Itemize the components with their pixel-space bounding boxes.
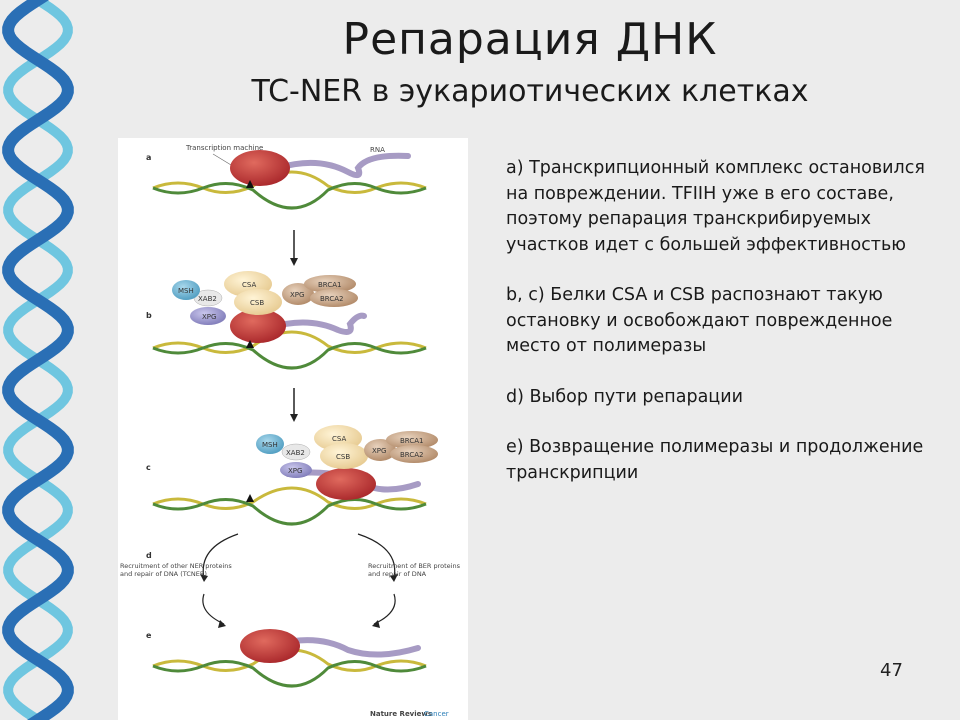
lesion-marker: [246, 180, 254, 188]
protein-msh-label-b: MSH: [178, 287, 194, 295]
dna-duplex-b: [152, 330, 427, 370]
credit-journal: Cancer: [424, 710, 449, 718]
paragraph-d: d) Выбор пути репарации: [506, 386, 743, 407]
protein-brca2-label-b: BRCA2: [320, 295, 343, 303]
protein-csb-label-b: CSB: [250, 299, 264, 307]
protein-xpg2-label-b: XPG: [290, 291, 304, 299]
protein-xab2-label-c: XAB2: [286, 449, 305, 457]
panel-letter-e: e: [146, 631, 152, 640]
protein-brca2-label-c: BRCA2: [400, 451, 423, 459]
panel-letter-a: a: [146, 153, 151, 162]
transcription-machine-label: Transcription machine: [185, 144, 263, 152]
protein-xpg2-label-c: XPG: [372, 447, 386, 455]
repair-diagram: a Transcription machine RNA b XPG XAB2 M…: [118, 138, 468, 720]
dna-helix-decoration: [2, 0, 74, 720]
protein-xpb-label-c: XPG: [288, 467, 302, 475]
ner-pathway-label: Recruitment of other NER proteins and re…: [120, 562, 232, 578]
rna-label: RNA: [370, 146, 385, 154]
protein-msh-label-c: MSH: [262, 441, 278, 449]
protein-brca1-label-c: BRCA1: [400, 437, 423, 445]
panel-letter-b: b: [146, 311, 152, 320]
paragraph-a: a) Транскрипционный комплекс остановился…: [506, 158, 925, 255]
dna-duplex-a: [152, 170, 427, 210]
paragraph-bc: b, c) Белки CSA и CSB распознают такую о…: [506, 285, 893, 356]
ber-pathway-label: Recruitment of BER proteins and repair o…: [368, 562, 460, 578]
protein-csa-label-b: CSA: [242, 281, 256, 289]
tc-ner-diagram: a Transcription machine RNA b XPG XAB2 M…: [120, 144, 460, 718]
protein-brca1-label-b: BRCA1: [318, 281, 341, 289]
protein-xpg-label-b: XPG: [202, 313, 216, 321]
credit-source: Nature Reviews: [370, 710, 432, 718]
panel-letter-c: c: [146, 463, 151, 472]
page-number: 47: [880, 660, 903, 681]
slide-title: Репарация ДНК: [342, 14, 718, 65]
slide-subtitle: TC-NER в эукариотических клетках: [251, 74, 809, 109]
dna-duplex-c: [152, 486, 427, 526]
explanation-text: a) Транскрипционный комплекс остановился…: [506, 156, 936, 511]
protein-csb-label-c: CSB: [336, 453, 350, 461]
panel-letter-d: d: [146, 551, 152, 560]
rna-polymerase: [230, 150, 290, 186]
protein-xab2-label-b: XAB2: [198, 295, 217, 303]
paragraph-e: e) Возвращение полимеразы и продолжение …: [506, 437, 924, 483]
protein-csa-label-c: CSA: [332, 435, 346, 443]
rna-strand: [275, 152, 411, 179]
helix-strand: [2, 0, 74, 720]
